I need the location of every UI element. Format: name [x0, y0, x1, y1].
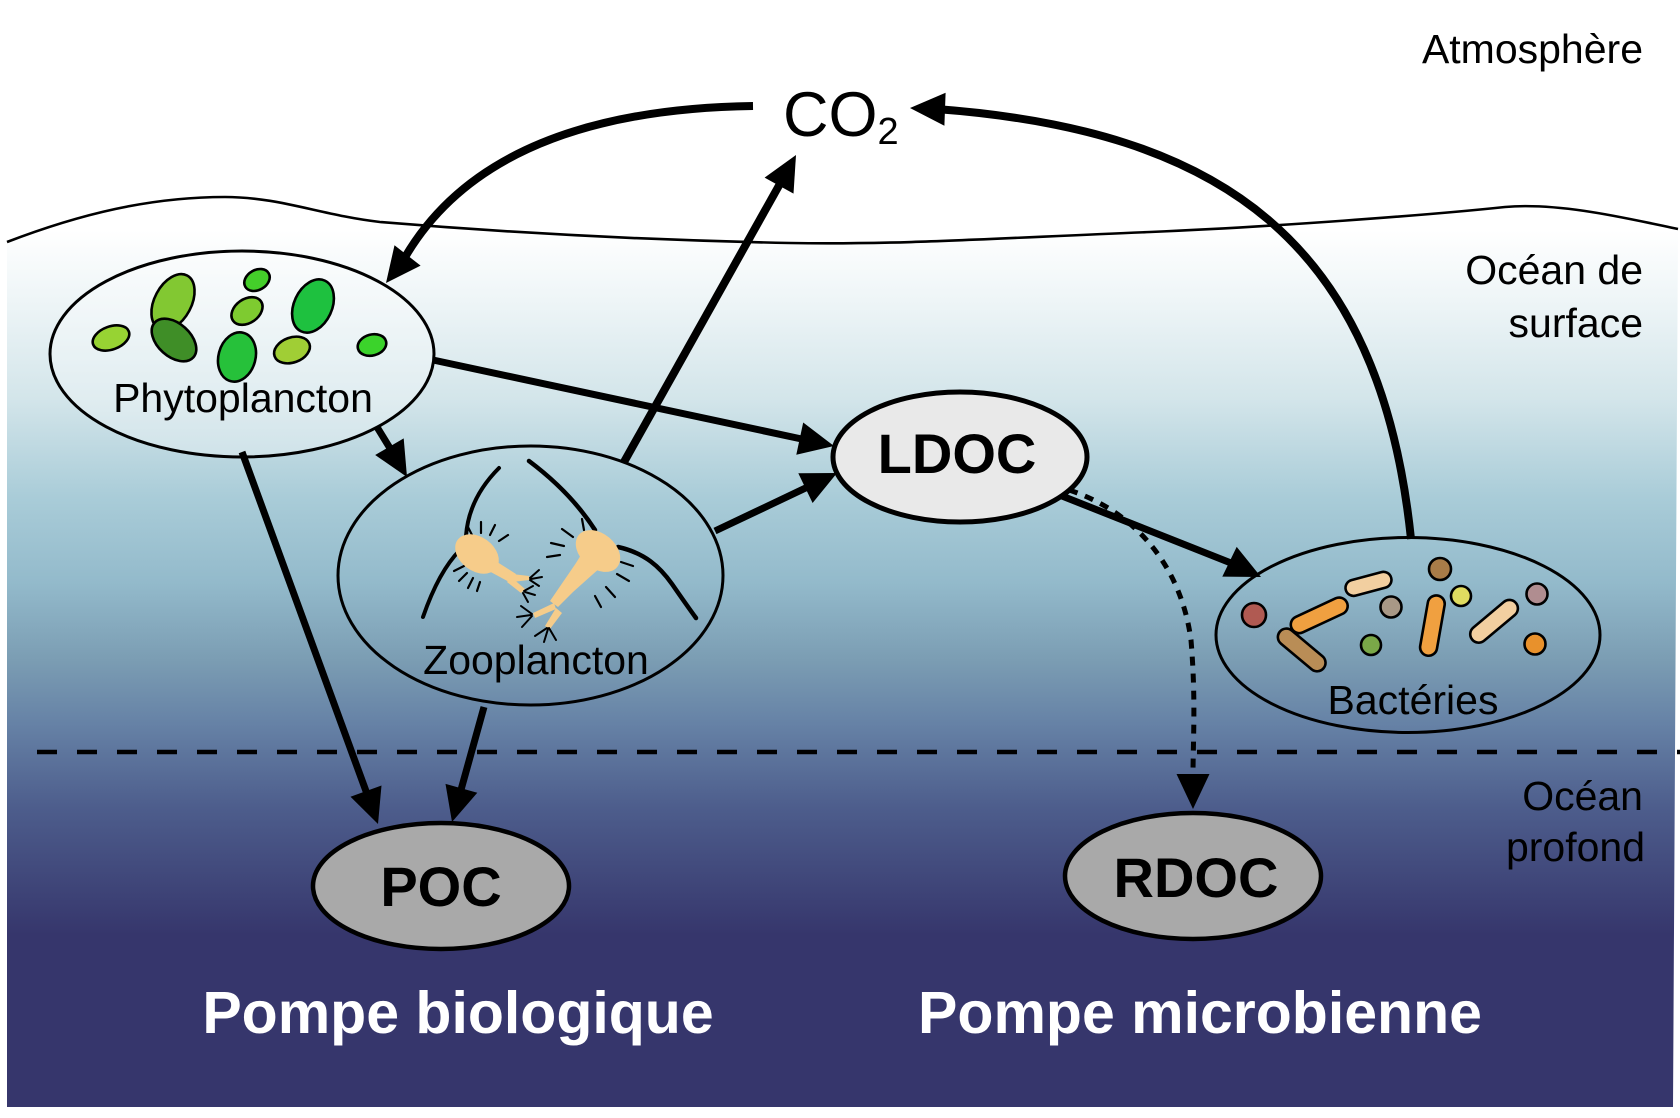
svg-text:Océan de: Océan de — [1465, 247, 1643, 293]
svg-text:LDOC: LDOC — [878, 422, 1037, 485]
svg-text:Pompe microbienne: Pompe microbienne — [918, 980, 1482, 1046]
svg-text:Atmosphère: Atmosphère — [1422, 26, 1643, 72]
svg-text:CO2: CO2 — [783, 80, 899, 153]
svg-text:Phytoplancton: Phytoplancton — [113, 375, 373, 421]
svg-text:Océan: Océan — [1522, 773, 1643, 819]
svg-text:Pompe biologique: Pompe biologique — [202, 980, 713, 1046]
svg-text:surface: surface — [1509, 300, 1643, 346]
svg-text:POC: POC — [380, 855, 501, 918]
svg-text:RDOC: RDOC — [1114, 846, 1279, 909]
svg-text:Bactéries: Bactéries — [1328, 677, 1499, 723]
svg-text:Zooplancton: Zooplancton — [423, 637, 649, 683]
svg-text:profond: profond — [1506, 824, 1645, 870]
